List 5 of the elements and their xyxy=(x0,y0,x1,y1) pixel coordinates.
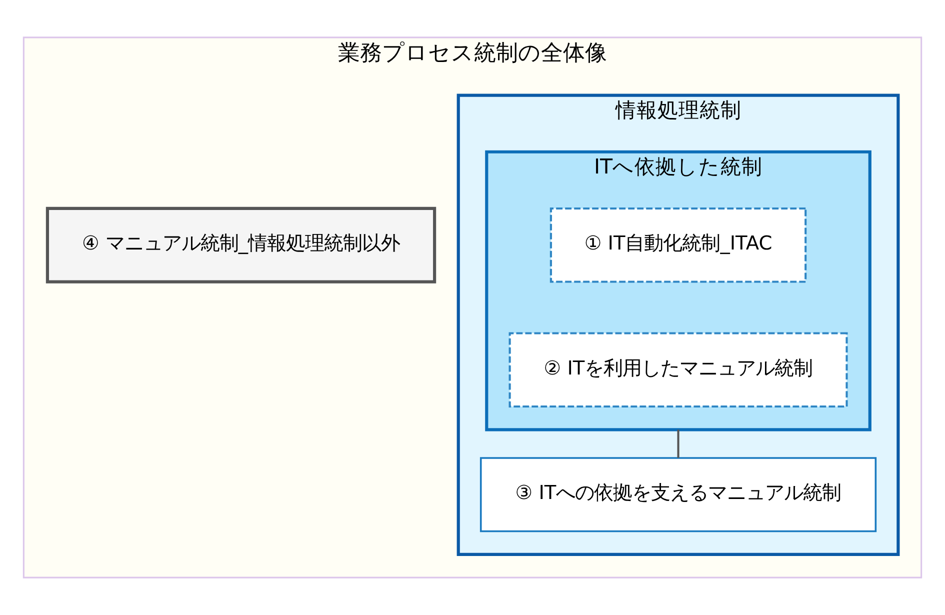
node-box: ② ITを利用したマニュアル統制 xyxy=(508,332,848,408)
node-box: ① IT自動化統制_ITAC xyxy=(550,207,807,283)
connector xyxy=(677,430,680,458)
node-box: ③ ITへの依拠を支えるマニュアル統制 xyxy=(480,457,877,532)
node-box: ④ マニュアル統制_情報処理統制以外 xyxy=(46,206,436,284)
